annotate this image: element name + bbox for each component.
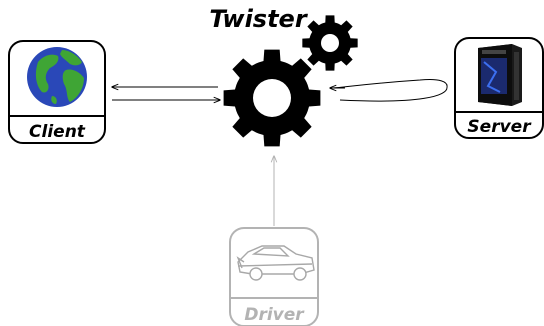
server-label: Server — [467, 117, 532, 137]
client-node: Client — [8, 40, 106, 144]
arrow-server-loop-to-hub — [331, 79, 448, 102]
globe-icon — [27, 47, 87, 107]
client-label: Client — [29, 122, 86, 142]
driver-box — [229, 227, 319, 326]
gear-large-icon — [223, 49, 321, 147]
car-icon — [236, 245, 315, 281]
driver-node: Driver — [229, 227, 319, 326]
gear-small-icon — [302, 15, 358, 71]
driver-label: Driver — [244, 305, 305, 325]
computer-tower-icon — [478, 44, 522, 106]
diagram-title: Twister — [209, 5, 309, 33]
server-node: Server — [454, 37, 544, 139]
